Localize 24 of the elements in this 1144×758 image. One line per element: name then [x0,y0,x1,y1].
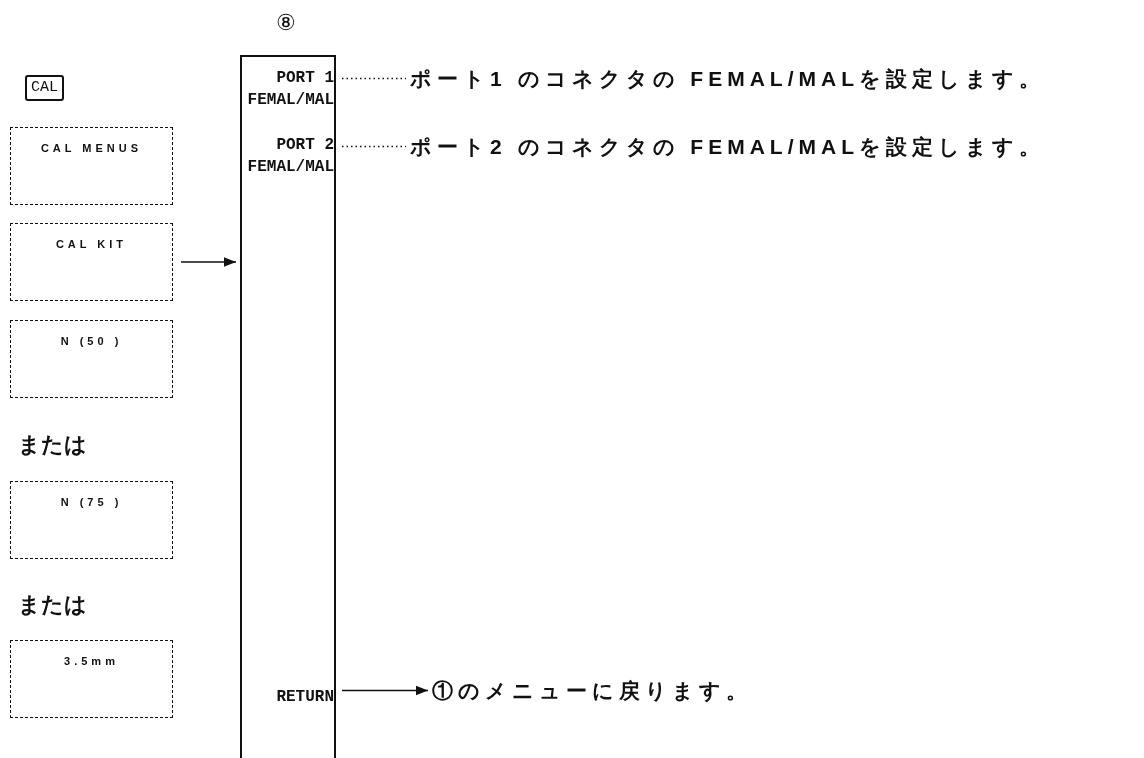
softkey-label: CAL MENUS [40,142,143,156]
softkey-label: CAL KIT [55,238,128,252]
softkey-label: PORT 1 FEMAL/MAL [246,68,334,111]
softkey-label: N (75 ) [60,496,123,510]
softkey-box [10,640,173,718]
arrow [341,685,429,696]
softkey-box [10,223,173,301]
softkey-label: N (50 ) [60,335,123,349]
or-label: または [18,592,87,618]
key-button: CAL [25,75,64,101]
or-label: または [18,432,87,458]
arrow [180,257,237,267]
menu-number: ⑧ [276,10,296,36]
description-text: ①のメニューに戻ります。 [432,679,752,702]
softkey-box [10,481,173,559]
leader-line [341,77,407,80]
softkey-label: RETURN [275,687,334,708]
softkey-box [10,127,173,205]
softkey-label: PORT 2 FEMAL/MAL [246,135,334,178]
softkey-box [10,320,173,398]
description-text: ポート2 のコネクタの FEMAL/MALを設定します。 [410,135,1045,158]
softkey-label: 3.5mm [64,655,119,669]
description-text: ポート1 のコネクタの FEMAL/MALを設定します。 [410,67,1045,90]
leader-line [341,145,407,148]
